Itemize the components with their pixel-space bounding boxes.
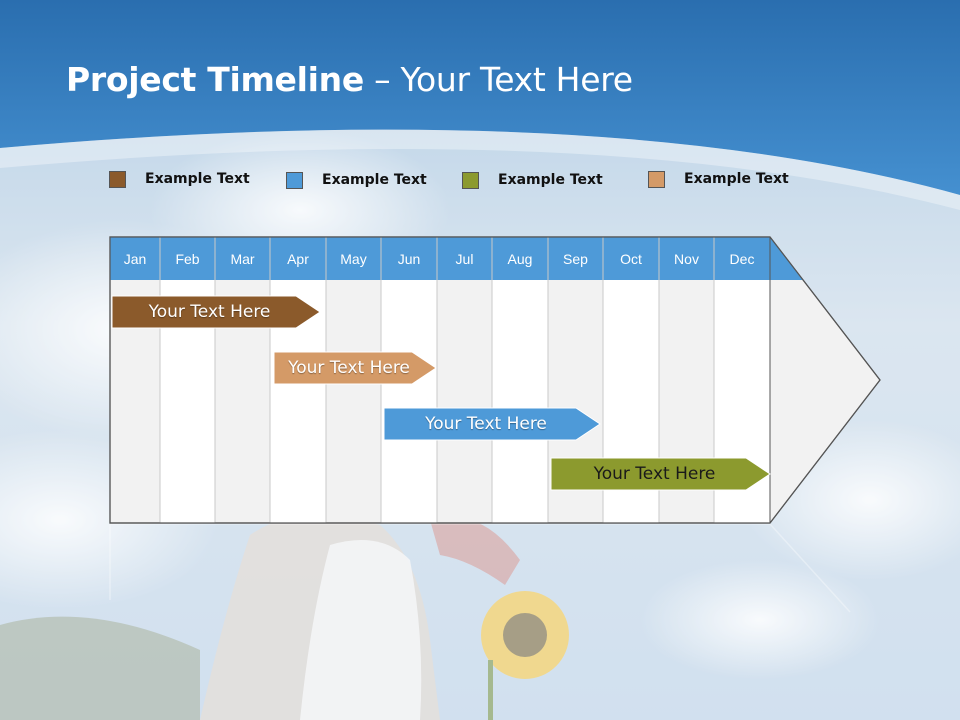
legend-swatch-4 (648, 171, 665, 188)
month-label-nov: Nov (674, 251, 699, 267)
timeline-header-strip (110, 237, 803, 280)
legend-label-4: Example Text (684, 171, 789, 187)
task-bar-1 (111, 295, 321, 329)
month-label-sep: Sep (563, 251, 588, 267)
task-bar-1-label: Your Text Here (148, 302, 271, 322)
month-label-jul: Jul (455, 251, 474, 267)
month-column-aug (492, 280, 548, 523)
month-label-mar: Mar (230, 251, 255, 267)
slide-title: Project Timeline – Your Text Here (66, 60, 633, 99)
month-label-apr: Apr (287, 251, 309, 267)
month-label-feb: Feb (175, 251, 200, 267)
timeline-reflection (109, 523, 851, 613)
task-bar-2-label: Your Text Here (288, 358, 410, 378)
month-column-jun (381, 280, 437, 523)
month-label-oct: Oct (620, 251, 642, 267)
month-label-dec: Dec (729, 251, 755, 267)
task-bar-3 (383, 407, 601, 441)
month-label-may: May (340, 251, 367, 267)
title-bold: Project Timeline (66, 60, 364, 99)
task-bars (111, 295, 771, 491)
legend-swatch-1 (109, 171, 126, 188)
legend-label-1: Example Text (145, 171, 250, 187)
task-bar-3-label: Your Text Here (425, 414, 547, 434)
legend-label-3: Example Text (498, 172, 603, 188)
legend-swatch-3 (462, 172, 479, 189)
task-bar-4-label: Your Text Here (593, 464, 716, 484)
month-label-jun: Jun (397, 251, 421, 267)
task-bar-4 (550, 457, 771, 491)
task-bar-2 (273, 351, 437, 385)
month-label-aug: Aug (507, 251, 533, 267)
title-rest: – Your Text Here (363, 60, 633, 99)
legend-swatch-2 (286, 172, 303, 189)
legend-label-2: Example Text (322, 172, 427, 188)
month-label-jan: Jan (123, 251, 147, 267)
